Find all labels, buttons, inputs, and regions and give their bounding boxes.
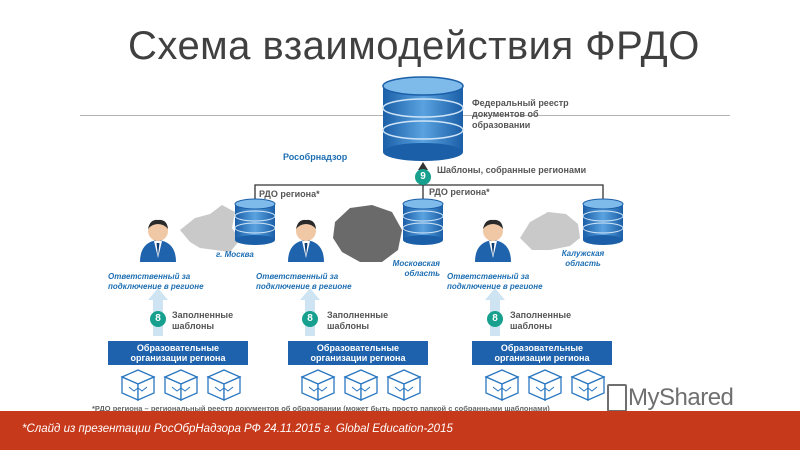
region-name: Московская область — [392, 259, 440, 278]
filled-templates-label: Заполненные шаблоны — [327, 310, 389, 331]
moscow-map-icon — [180, 205, 240, 252]
rdo-database-icon — [234, 198, 276, 246]
graduation-cap-icon — [387, 369, 421, 401]
watermark-logo: MyShared — [628, 384, 734, 411]
responsible-label: Ответственный за подключение в регионе — [256, 272, 352, 291]
graduation-cap-icon — [485, 369, 519, 401]
education-orgs-band: Образовательные организации региона — [108, 341, 248, 365]
rdo-region-label: РДО региона* — [429, 187, 490, 197]
responsible-label: Ответственный за подключение в регионе — [108, 272, 204, 291]
step-8-label: 8 — [492, 313, 498, 324]
step-8-label: 8 — [307, 313, 313, 324]
graduation-cap-icon — [528, 369, 562, 401]
federal-database-icon — [382, 76, 464, 161]
rosobrnadzor-label: Рособрнадзор — [283, 152, 348, 162]
graduation-cap-icon — [121, 369, 155, 401]
filled-templates-label: Заполненные шаблоны — [172, 310, 234, 331]
step-8-badge — [302, 311, 318, 327]
footnote: *РДО региона – региональный реестр докум… — [92, 404, 550, 413]
education-orgs-band: Образовательные организации региона — [288, 341, 428, 365]
region-name: г. Москва — [216, 250, 254, 259]
footer-bar — [0, 411, 800, 450]
graduation-cap-icon — [164, 369, 198, 401]
graduation-cap-icon — [571, 369, 605, 401]
education-orgs-band: Образовательные организации региона — [472, 341, 612, 365]
source-caption: *Слайд из презентации РосОбрНадзора РФ 2… — [22, 423, 453, 435]
step-8-badge — [150, 311, 166, 327]
graduation-cap-icon — [207, 369, 241, 401]
slide-title: Схема взаимодействия ФРДО — [128, 24, 700, 68]
step-9-badge — [415, 169, 431, 185]
federal-registry-label: Федеральный реестр документов об образов… — [472, 98, 569, 130]
graduation-cap-icon — [301, 369, 335, 401]
person-icon — [475, 219, 511, 262]
person-icon — [288, 219, 324, 262]
watermark-logo-icon — [607, 384, 627, 412]
responsible-label: Ответственный за подключение в регионе — [447, 272, 543, 291]
rdo-database-icon — [582, 198, 624, 246]
rdo-region-label: РДО региона* — [259, 189, 320, 199]
step-8-badge — [487, 311, 503, 327]
filled-templates-label: Заполненные шаблоны — [510, 310, 572, 331]
step-8-label: 8 — [155, 313, 161, 324]
kaluga-map-icon — [520, 212, 580, 250]
region-name: Калужская область — [561, 249, 605, 268]
step-9-label: 9 — [420, 171, 426, 182]
moscow-oblast-map-icon — [333, 205, 402, 262]
graduation-cap-icon — [344, 369, 378, 401]
person-icon — [140, 219, 176, 262]
templates-collected-label: Шаблоны, собранные регионами — [437, 165, 587, 175]
rdo-database-icon — [402, 198, 444, 246]
